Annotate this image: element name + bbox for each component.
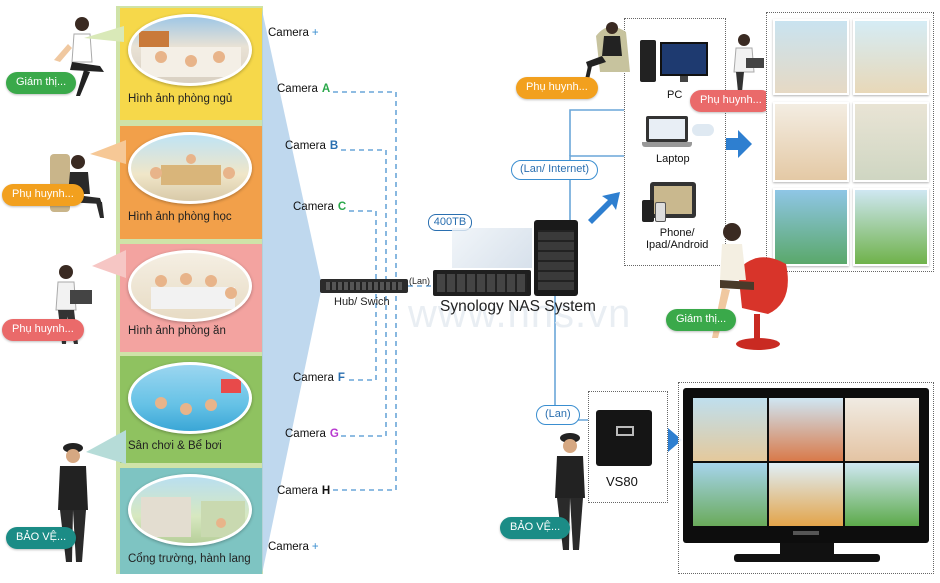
capacity-badge: 400TB <box>428 214 472 231</box>
rack-server <box>433 270 531 296</box>
supervisor-badge-right: Giám thị... <box>666 309 737 331</box>
phone-icon <box>642 200 654 222</box>
room-playground: Sân chơi & Bể bơi <box>120 356 262 463</box>
feed-photo <box>853 19 929 95</box>
parent-badge-right: Phụ huynh... <box>690 90 772 112</box>
room-classroom: Hình ảnh phòng học <box>120 126 262 239</box>
laptop-icon <box>642 116 692 147</box>
guard-badge: BẢO VỆ... <box>6 527 77 549</box>
tv-stand <box>780 543 834 555</box>
room-label: Sân chơi & Bể bơi <box>128 440 222 452</box>
tv-monitor <box>683 388 929 543</box>
parent-badge-right: Phụ huynh... <box>516 77 598 99</box>
hub-label: Hub/ Swich <box>334 296 390 308</box>
vs80-device <box>596 410 652 466</box>
parent-badge: Phụ huynh... <box>2 319 84 341</box>
arrow-right <box>668 428 682 452</box>
guard-badge-right: BẢO VỆ... <box>500 517 571 539</box>
pointer-arrow <box>92 250 126 278</box>
camera-fan-shape <box>262 10 322 574</box>
guard-figure <box>58 443 88 562</box>
room-dining: Hình ảnh phòng ăn <box>120 244 262 352</box>
feed-photo <box>773 19 849 95</box>
camera-label-bottom: Camera+ <box>268 541 319 553</box>
cube-graphic <box>452 228 532 268</box>
nas-tower <box>534 220 578 296</box>
arrow-right <box>726 130 752 158</box>
vs80-label: VS80 <box>606 474 638 489</box>
pointer-arrow <box>84 26 124 42</box>
feed-photo <box>773 102 849 182</box>
bedroom-image <box>128 14 252 86</box>
lan-badge: (Lan) <box>536 405 580 425</box>
pointer-arrow <box>86 430 126 464</box>
supervisor-badge: Giám thị... <box>6 72 77 94</box>
parent-badge: Phụ huynh... <box>2 184 84 206</box>
lan-label-small: (Lan) <box>409 276 431 286</box>
classroom-image <box>128 132 252 204</box>
tv-base <box>734 554 880 562</box>
room-label: Hình ảnh phòng ngủ <box>128 93 233 105</box>
lan-internet-badge: (Lan/ Internet) <box>511 160 599 180</box>
feed-photo <box>853 188 929 266</box>
dining-image <box>128 250 252 322</box>
feed-photo <box>853 102 929 182</box>
pointer-arrow <box>90 140 126 164</box>
gate-image <box>128 474 252 546</box>
room-label: Hình ảnh phòng học <box>128 211 232 223</box>
feed-photo <box>773 188 849 266</box>
phone-icon <box>655 202 666 222</box>
parent-figure-right <box>733 34 764 92</box>
room-label: Hình ảnh phòng ăn <box>128 325 226 337</box>
room-gate: Cổng trường, hành lang <box>120 468 262 574</box>
supervisor-figure <box>54 17 104 96</box>
nas-system-label: Synology NAS System <box>440 298 596 315</box>
pc-label: PC <box>667 89 683 101</box>
cloud-icon <box>692 124 714 136</box>
supervisor-figure-right <box>712 223 788 350</box>
camera-label-top: Camera+ <box>268 27 319 39</box>
playground-image <box>128 362 252 434</box>
watermark: www.nns.vn <box>408 292 632 336</box>
phone-label: Phone/Ipad/Android <box>646 227 709 251</box>
laptop-label: Laptop <box>656 153 690 165</box>
arrow-up-right <box>588 192 620 224</box>
room-label: Cổng trường, hành lang <box>128 553 251 565</box>
hub-switch <box>320 279 408 293</box>
room-bedroom: Hình ảnh phòng ngủ <box>120 8 262 120</box>
